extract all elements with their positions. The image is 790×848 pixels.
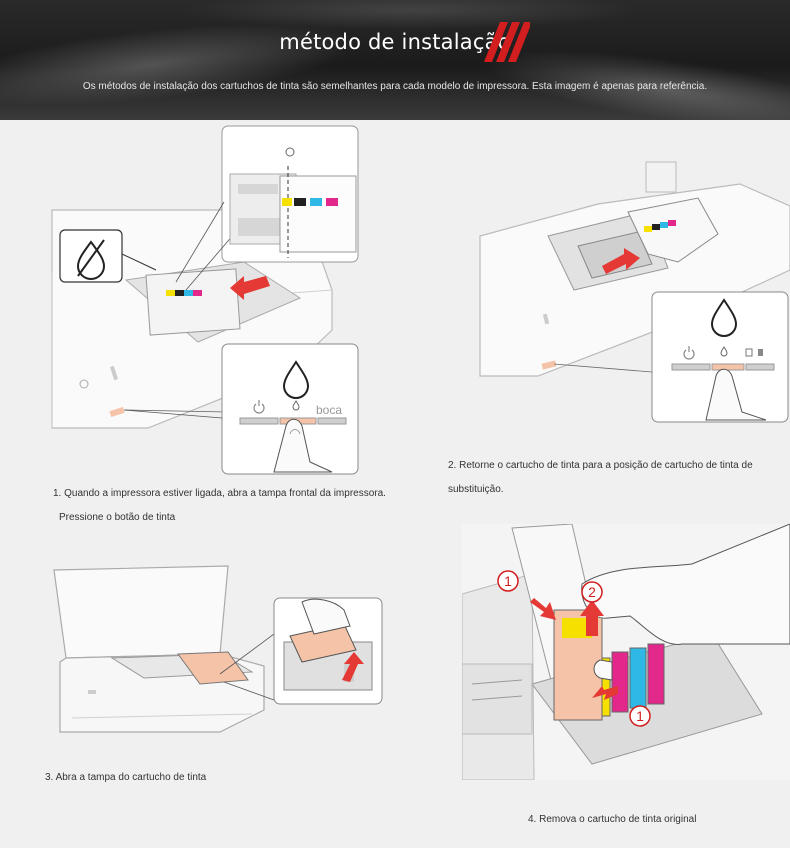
panel-button	[745, 363, 775, 371]
power-icon	[683, 346, 695, 360]
no-ink-icon	[76, 239, 106, 280]
ink-button	[711, 363, 745, 371]
step-3-caption: 3. Abra a tampa do cartucho de tinta	[45, 772, 207, 783]
step-3-illustration	[53, 565, 383, 733]
cartridge-magenta-2	[647, 643, 665, 705]
highlight-spot	[109, 406, 125, 418]
step-4-illustration: 1 2 1	[462, 524, 790, 780]
page-subtitle: Os métodos de instalação dos cartuchos d…	[82, 81, 708, 92]
power-icon	[253, 400, 265, 414]
panel-button	[671, 363, 711, 371]
step-2-illustration	[479, 161, 790, 423]
step-marker-label: 1	[504, 573, 512, 589]
panel-button	[317, 417, 347, 425]
arrow-icon	[602, 248, 640, 274]
step-marker-label: 2	[588, 584, 596, 600]
trash-icon	[745, 348, 763, 357]
cartridge-cyan	[629, 647, 647, 709]
cartridge-cover	[177, 651, 249, 685]
arrow-icon	[530, 598, 556, 620]
header-banner: método de instalação Os métodos de insta…	[0, 0, 790, 120]
step-marker-label: 1	[636, 708, 644, 724]
ink-drop-icon	[710, 298, 738, 337]
arrow-icon	[342, 652, 364, 682]
ink-drop-icon	[282, 360, 310, 399]
highlight-spot	[541, 360, 557, 370]
arrow-icon	[592, 686, 618, 700]
step-marker	[629, 705, 651, 727]
page-title: método de instalação	[279, 30, 511, 54]
step-1-caption: 1. Quando a impressora estiver ligada, a…	[53, 488, 386, 523]
panel-button	[239, 417, 279, 425]
step-marker	[497, 570, 519, 592]
step-2-caption: 2. Retorne o cartucho de tinta para a po…	[448, 460, 753, 495]
step-1-illustration: boca	[51, 125, 359, 475]
zoom-ink-button	[651, 291, 789, 423]
step-marker	[581, 581, 603, 603]
arrow-icon	[230, 276, 270, 300]
zoom-no-ink	[59, 229, 123, 283]
finger	[273, 418, 333, 473]
arrow-icon	[580, 600, 604, 636]
button-label: boca	[316, 403, 342, 417]
step-4-caption: 4. Remova o cartucho de tinta original	[528, 814, 697, 825]
zoom-ink-button	[221, 343, 359, 475]
cartridge-magenta	[611, 651, 629, 713]
finger	[705, 368, 767, 421]
printer-lid	[53, 565, 229, 659]
slash-decoration	[484, 22, 530, 62]
power-indicator	[79, 379, 89, 389]
